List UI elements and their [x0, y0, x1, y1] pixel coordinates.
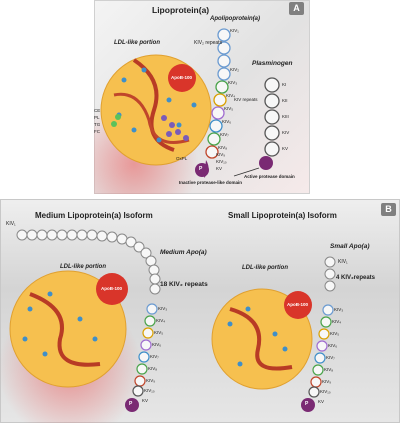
small-apob-strand [229, 307, 293, 371]
apob-label-small: ApoB-100 [287, 302, 309, 307]
small-particle [211, 288, 313, 390]
apo-kringle-7: KIV₇ [220, 132, 229, 137]
small-kiv8: KIV₈ [324, 367, 334, 372]
small-protease-domain [301, 398, 315, 412]
small-kiv7: KIV₇ [326, 355, 335, 360]
apo-kringle-4: KIV₄ [226, 93, 236, 98]
medium-kiv7: KIV₇ [150, 354, 159, 359]
plg-kringle-chain [264, 77, 280, 157]
apo-kringle-8: KIV₈ [218, 145, 228, 150]
medium-protease-domain [125, 398, 139, 412]
panel-b-drawing [9, 229, 336, 412]
apo-kringle-10: KIV₁₀ [216, 159, 227, 164]
ldl-label-small: LDL-like portion [242, 265, 288, 271]
small-kringle-tail [308, 304, 334, 398]
plg-kringle-4: KIV [282, 130, 290, 135]
apo-kringle-3: KIV₃ [228, 80, 238, 85]
medium-title: Medium Lipoprotein(a) Isoform [35, 211, 153, 220]
small-kiv4: KIV₄ [332, 319, 342, 324]
medium-kiv5: KIV₅ [154, 330, 164, 335]
small-kiv9: KIV₉ [322, 379, 332, 384]
active-protease-label: Active protease domain [244, 174, 295, 179]
small-apob-domain [284, 291, 312, 319]
apo-a-label: Apolipoprotein(a) [210, 16, 260, 22]
medium-cholesterol-dots [22, 291, 98, 357]
badge-b: B [381, 203, 396, 216]
medium-apob-domain [96, 273, 128, 305]
medium-kiv1: KIV₁ [6, 221, 16, 227]
panel-a: A Lipoprotein(a) Apolipoprotein(a) LDL-l… [94, 0, 310, 194]
plasminogen-label: Plasminogen [252, 60, 293, 67]
small-kiv6: KIV₆ [328, 343, 338, 348]
medium-apob-strand [29, 292, 101, 367]
lipid-fc: FC [94, 129, 100, 134]
panel-a-title: Lipoprotein(a) [152, 5, 210, 15]
small-title: Small Lipoprotein(a) Isoform [228, 211, 337, 220]
small-kiv10: KIV₁₀ [320, 389, 331, 394]
medium-kiv6: KIV₆ [152, 342, 162, 347]
ldl-label-a: LDL-like portion [114, 40, 160, 46]
medium-kringle-tail [132, 303, 158, 397]
p-label-a: P [199, 166, 203, 172]
plg-kringle-3: KIII [282, 114, 289, 119]
lipid-pl: PL [94, 115, 100, 120]
plg-protease-domain [259, 156, 273, 170]
medium-apo-label: Medium Apo(a) [160, 249, 207, 256]
ldl-label-medium: LDL-like portion [60, 264, 106, 270]
oxpl-label: OxPL [176, 156, 188, 161]
medium-kv: KV [142, 398, 149, 403]
medium-kiv3: KIV₃ [158, 306, 168, 311]
plg-kringle-1: KI [282, 82, 287, 87]
panel-a-drawing [100, 28, 280, 178]
kiv-repeats-label: KIV repeats [234, 97, 258, 102]
small-kiv-chain [324, 256, 336, 292]
apob-label-medium: ApoB-100 [101, 286, 123, 291]
medium-repeats-label: 18 KIV₂ repeats [160, 281, 208, 288]
small-kiv3: KIV₃ [334, 307, 344, 312]
lipid-ce: CE [94, 108, 101, 113]
apo-kringle-6: KIV₆ [222, 119, 232, 124]
small-cholesterol-dots [227, 306, 288, 367]
badge-a: A [289, 2, 304, 15]
inactive-pointer [233, 167, 260, 177]
medium-kiv4: KIV₄ [156, 318, 166, 323]
small-repeats-label: 4 KIV₂repeats [336, 275, 376, 281]
kiv2-repeats-label: KIV₂ repeats [194, 40, 223, 46]
inactive-protease-label: Inactive protease-like domain [179, 180, 243, 185]
apo-kringle-1: KIV₁ [230, 28, 239, 33]
apo-kringle-chain [205, 28, 231, 159]
apo-kringle-2: KIV₂ [230, 67, 239, 72]
p-label-medium: P [129, 401, 133, 407]
medium-kiv8: KIV₈ [148, 366, 158, 371]
plg-kringle-5: KV [282, 146, 289, 151]
small-apo-label: Small Apo(a) [330, 243, 370, 250]
phospholipid-cluster [161, 115, 189, 141]
small-kv: KV [318, 399, 325, 404]
small-kiv1: KIV₁ [338, 259, 348, 265]
apob-strand [132, 58, 175, 152]
apo-kringle-kv: KV [216, 166, 223, 171]
medium-kiv2-arc [16, 229, 161, 295]
apob-label-a: ApoB-100 [171, 75, 193, 80]
medium-kiv9: KIV₉ [146, 378, 156, 383]
plg-kringle-2: KII [282, 98, 288, 103]
lipid-markers [111, 114, 121, 127]
p-label-small: P [305, 401, 309, 407]
apo-kringle-5: KIV₅ [224, 106, 234, 111]
lipid-tg: TG [94, 122, 101, 127]
apob-strand-2 [113, 92, 190, 144]
protease-domain-a [195, 163, 209, 177]
small-kiv5: KIV₅ [330, 331, 340, 336]
apob-domain [168, 64, 196, 92]
apo-kringle-9: KIV₉ [216, 152, 226, 157]
panel-b: B Medium Lipoprotein(a) Isoform Small Li… [0, 199, 400, 423]
medium-kiv10: KIV₁₀ [144, 388, 155, 393]
